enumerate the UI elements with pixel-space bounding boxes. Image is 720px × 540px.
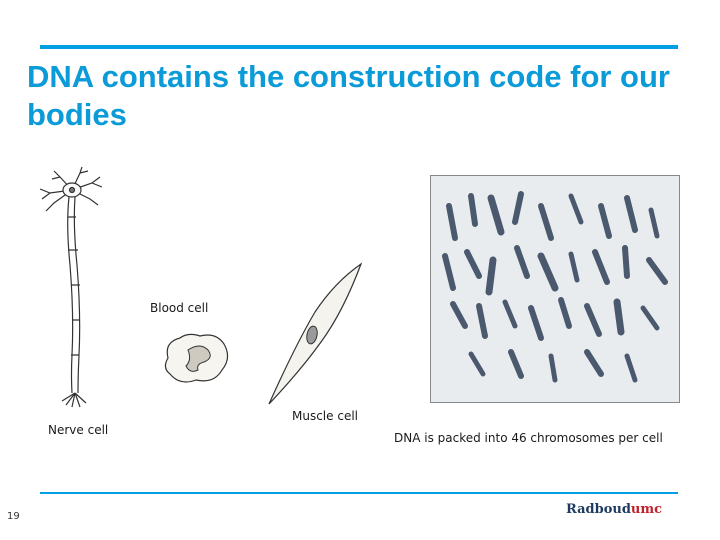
logo-part-radboud: Radboud [566,502,631,517]
muscle-cell-caption: Muscle cell [292,409,358,423]
top-rule [40,45,678,49]
slide-title: DNA contains the construction code for o… [27,59,670,132]
chromosome-photo [430,175,680,403]
radboudumc-logo: Radboudumc [566,502,662,517]
page-number: 19 [7,511,20,522]
logo-part-umc: umc [630,502,663,517]
blood-cell-illustration [164,333,229,383]
bottom-rule [40,492,678,494]
muscle-cell-illustration [268,262,363,405]
blood-cell-caption: Blood cell [150,301,209,315]
nerve-cell-illustration [39,166,103,408]
chromosome-caption: DNA is packed into 46 chromosomes per ce… [394,431,663,445]
nerve-cell-caption: Nerve cell [48,423,109,437]
